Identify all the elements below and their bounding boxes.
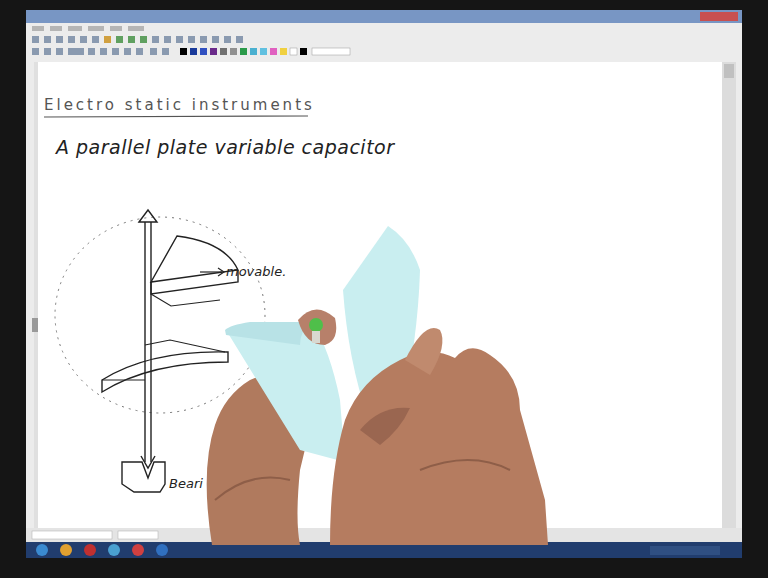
page-heading: Electro static instruments [44, 96, 315, 114]
subheading: A parallel plate variable capacitor [56, 136, 395, 158]
part-label: movable. [226, 264, 286, 279]
part-label: Beari [169, 476, 203, 491]
